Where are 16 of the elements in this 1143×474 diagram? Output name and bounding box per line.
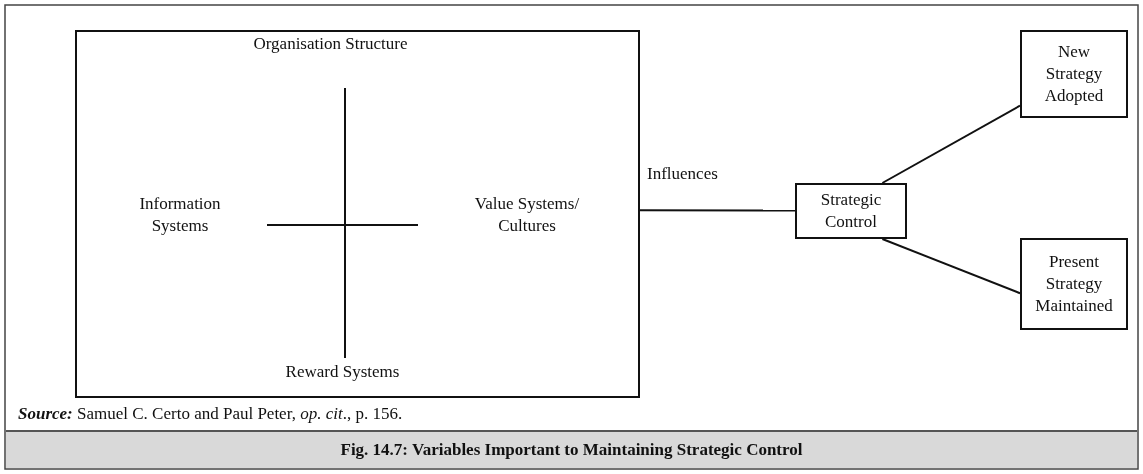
node-text: Organisation Structure	[213, 32, 448, 56]
source-note: Source: Samuel C. Certo and Paul Peter, op. cit., p. 156.	[18, 404, 403, 424]
outcome-box	[1020, 238, 1128, 330]
node-text: Reward Systems	[265, 360, 420, 384]
node-text: Strategic Control	[819, 188, 883, 233]
node-text: Present Strategy Maintained	[1035, 250, 1113, 318]
connector-line	[639, 209, 796, 212]
process-box	[795, 183, 907, 239]
frame-box	[75, 30, 640, 398]
node-text: Value Systems/ Cultures	[452, 190, 602, 240]
node-text: New Strategy Adopted	[1043, 40, 1105, 108]
figure-caption: Fig. 14.7: Variables Important to Maintaining Strategic Control	[339, 440, 804, 460]
outcome-box	[1020, 30, 1128, 118]
connector-line	[881, 104, 1021, 184]
node-text: Information Systems	[110, 190, 250, 240]
connector-line	[881, 238, 1021, 295]
